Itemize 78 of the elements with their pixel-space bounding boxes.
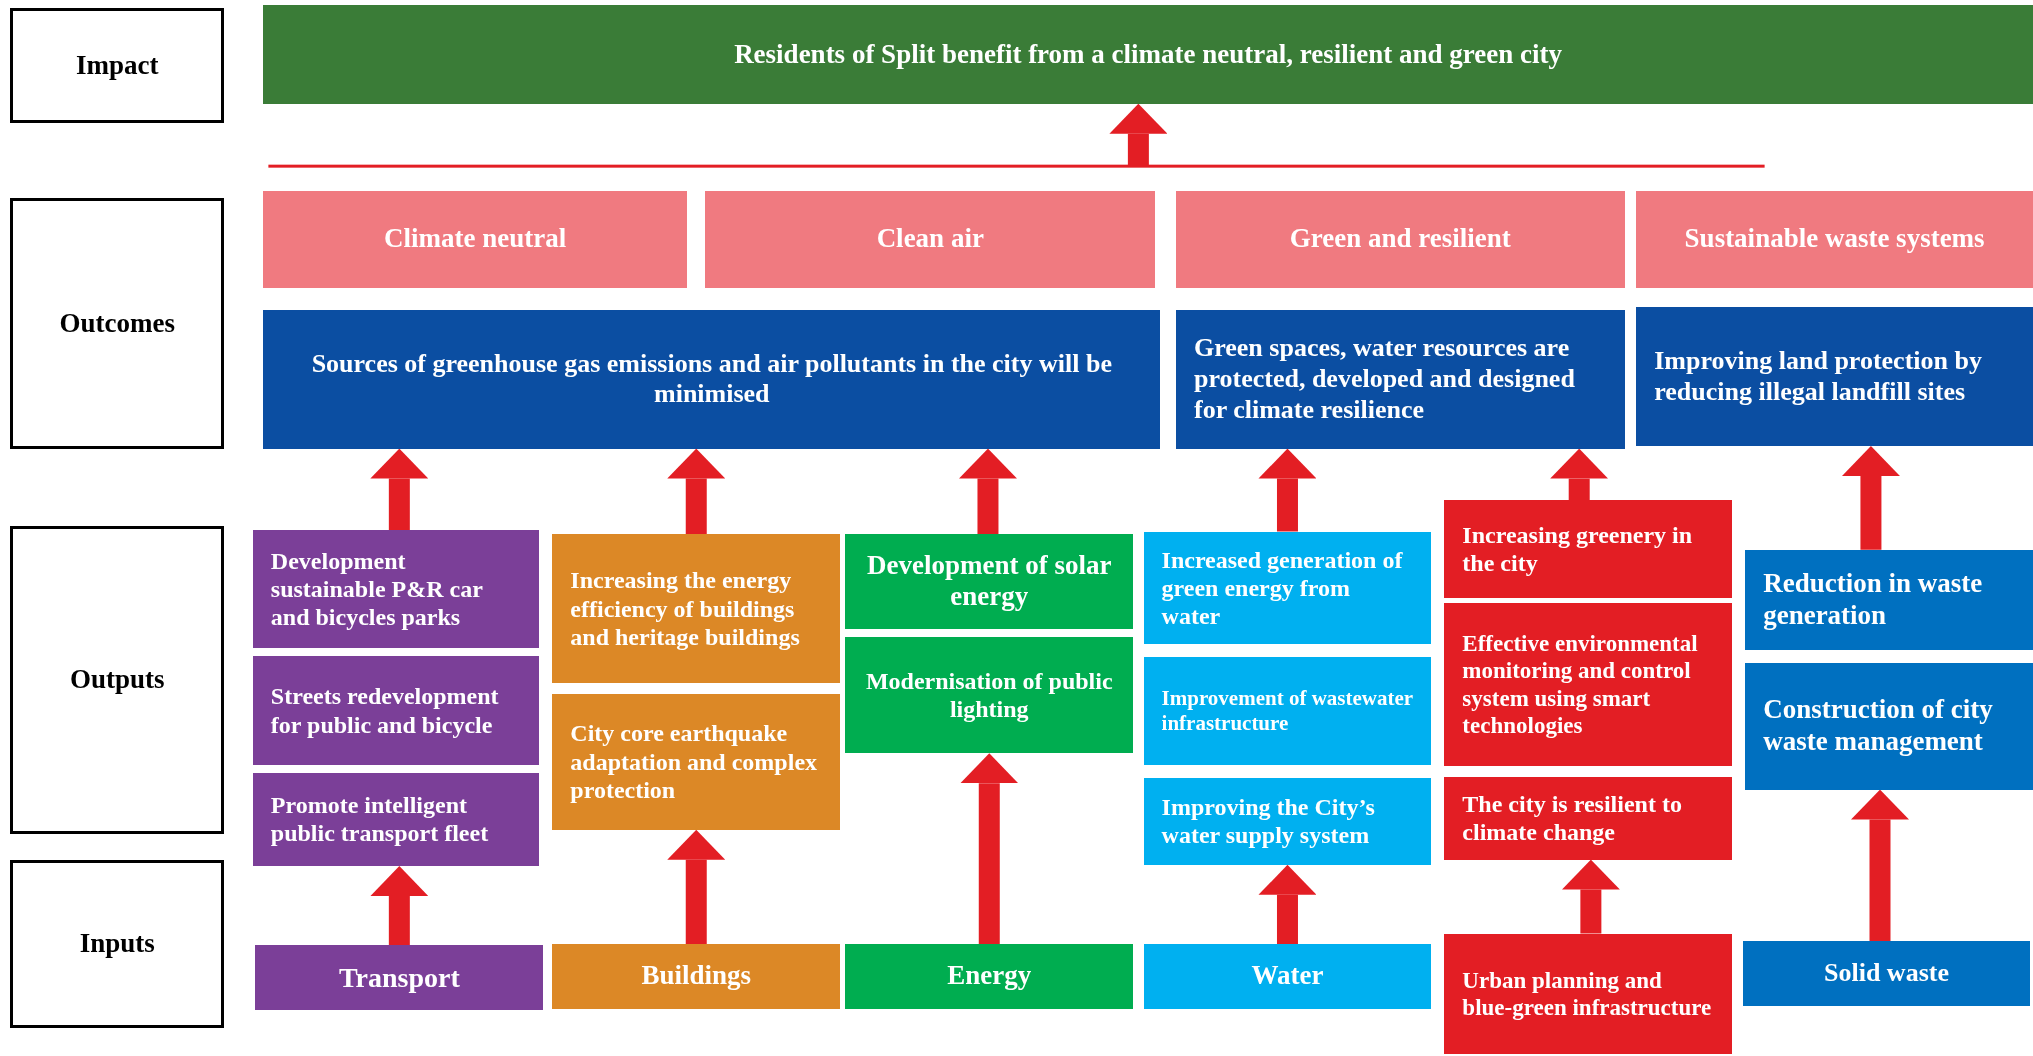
block-arrow xyxy=(370,866,429,946)
outcome-panel xyxy=(263,309,1161,449)
input-text: Buildings xyxy=(641,960,752,993)
output-text: Increased generation of green energy from water xyxy=(1161,545,1404,631)
outcome-header xyxy=(1636,190,2033,288)
block-arrow xyxy=(370,448,429,531)
output-card xyxy=(1444,500,1733,598)
input-text: Solid waste xyxy=(1824,958,1949,990)
outcome-panel xyxy=(1175,309,1625,449)
input-text: Water xyxy=(1251,960,1324,993)
block-arrow xyxy=(1561,859,1620,934)
row-label-box xyxy=(10,526,225,834)
block-arrow xyxy=(1851,789,1909,942)
output-text: Promote intelligent public transport fleet xyxy=(270,791,490,848)
output-text: Reduction in waste generation xyxy=(1763,567,1984,632)
output-text: The city is resilient to climate change xyxy=(1462,789,1683,847)
outcome-header xyxy=(1175,190,1625,288)
output-card xyxy=(252,656,540,765)
output-text: Development of solar energy xyxy=(866,549,1113,614)
outcome-header xyxy=(705,190,1156,288)
output-card xyxy=(1143,657,1432,765)
block-arrow xyxy=(1550,448,1609,501)
block-arrow xyxy=(959,448,1017,535)
input-card xyxy=(552,943,841,1009)
row-label: Impact xyxy=(76,49,159,82)
output-card xyxy=(1745,549,2033,650)
outcome-title: Green and resilient xyxy=(1289,223,1511,256)
output-text: Modernisation of public lighting xyxy=(864,666,1114,724)
output-card xyxy=(1143,531,1432,645)
row-label-box xyxy=(10,859,225,1029)
output-text: Improvement of wastewater infrastructure xyxy=(1161,686,1414,736)
row-label-box xyxy=(10,198,225,449)
outcome-text: Green spaces, water resources are protected, developed and designed for climate resilience xyxy=(1193,333,1576,426)
output-card xyxy=(1143,777,1432,865)
output-card xyxy=(845,636,1134,754)
input-text: Urban planning and blue-green infrastructure xyxy=(1462,966,1713,1021)
row-label: Outcomes xyxy=(59,307,176,340)
outcome-panel xyxy=(1636,307,2033,446)
outcome-title: Sustainable waste systems xyxy=(1684,223,1985,256)
block-arrow xyxy=(667,829,726,944)
block-arrow xyxy=(1258,864,1317,944)
block-arrow xyxy=(1258,448,1317,532)
row-label: Outputs xyxy=(70,664,165,696)
outcome-title: Climate neutral xyxy=(384,223,567,256)
output-card xyxy=(1444,776,1733,860)
output-card xyxy=(1444,602,1733,767)
input-card xyxy=(1742,941,2031,1007)
output-card xyxy=(252,772,540,867)
output-text: Development sustainable P&R car and bicycles parks xyxy=(270,546,484,632)
output-text: Construction of city waste management xyxy=(1763,694,1994,758)
outcome-title: Clean air xyxy=(876,223,984,256)
outcome-header xyxy=(263,190,688,288)
output-text: Streets redevelopment for public and bicycle xyxy=(270,682,500,739)
input-card xyxy=(255,945,544,1010)
output-card xyxy=(552,534,841,684)
input-card xyxy=(1143,943,1432,1009)
block-arrow xyxy=(1109,103,1168,166)
impact-text: Residents of Split benefit from a climate neutral, resilient and green city xyxy=(734,38,1563,71)
input-card xyxy=(845,943,1134,1009)
row-label-box xyxy=(10,7,225,124)
block-arrow xyxy=(960,753,1019,944)
output-text: Increasing the energy efficiency of buildings and heritage buildings xyxy=(570,566,801,652)
input-card xyxy=(1444,933,1733,1055)
impact-banner xyxy=(263,5,2033,104)
outcome-text: Improving land protection by reducing illegal landfill sites xyxy=(1654,345,1983,408)
output-card xyxy=(1745,662,2033,790)
output-card xyxy=(552,693,841,830)
output-text: Improving the City’s water supply system xyxy=(1161,793,1376,850)
output-card xyxy=(845,534,1134,629)
outcome-text: Sources of greenhouse gas emissions and air pollutants in the city will be minimised xyxy=(310,348,1113,410)
input-text: Energy xyxy=(947,960,1032,993)
row-label: Inputs xyxy=(79,927,155,960)
output-text: City core earthquake adaptation and complex protection xyxy=(570,719,819,805)
block-arrow xyxy=(667,448,726,535)
output-card xyxy=(252,530,540,649)
output-text: Effective environmental monitoring and control system using smart technologies xyxy=(1462,630,1699,739)
output-text: Increasing greenery in the city xyxy=(1462,520,1694,578)
input-text: Transport xyxy=(338,961,460,995)
